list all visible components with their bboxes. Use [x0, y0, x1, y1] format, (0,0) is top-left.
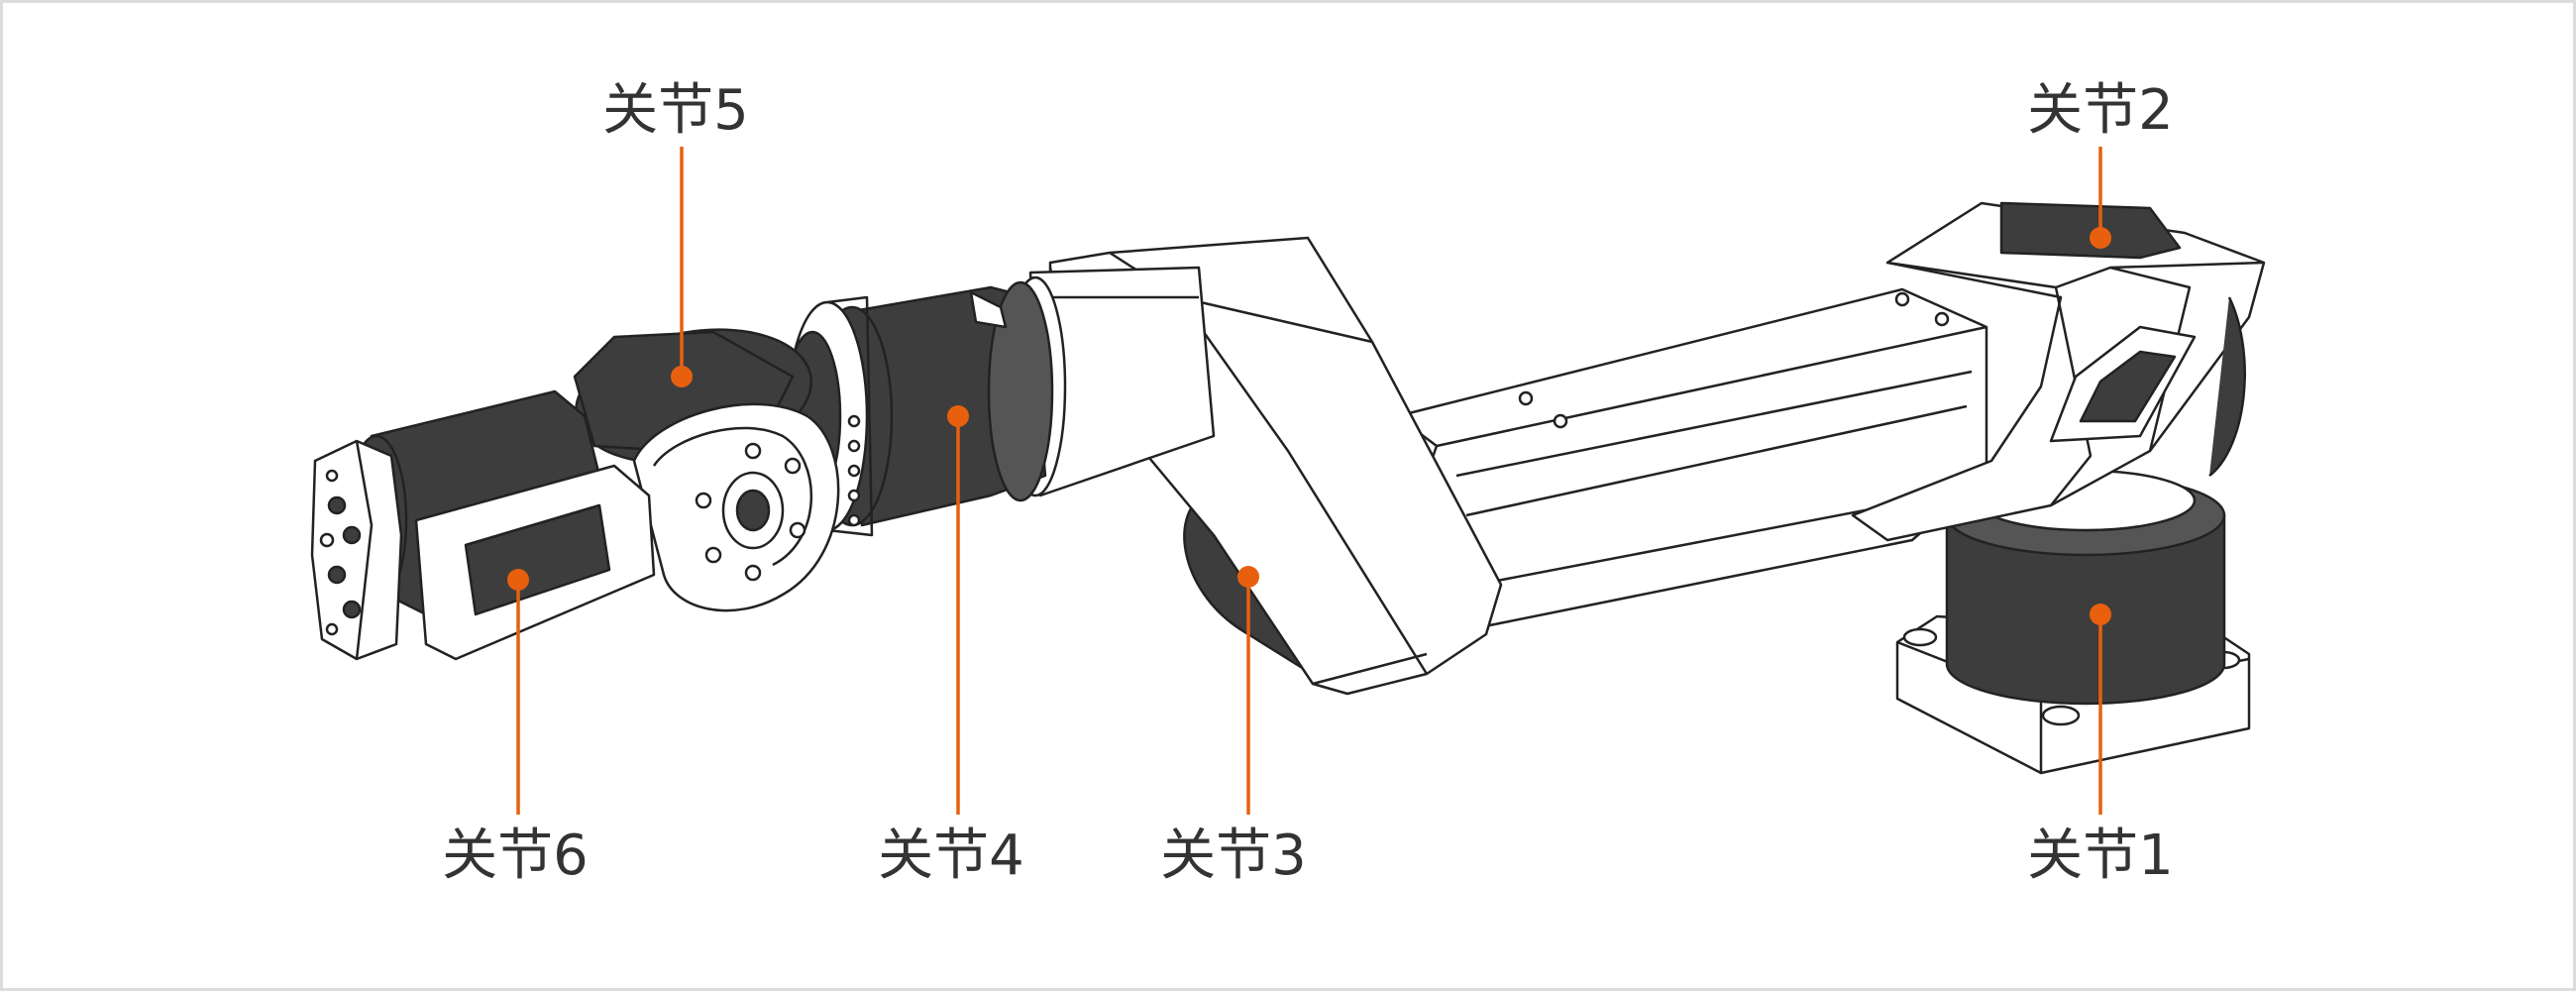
joint5-label: 关节5: [602, 78, 749, 143]
joint2-label: 关节2: [2027, 78, 2174, 143]
wrist-plate: [632, 402, 861, 612]
shoulder-bracket: [1851, 201, 2266, 542]
marker-dot-joint3: [1237, 566, 1259, 588]
callout-labels: 关节1 关节2 关节3 关节4 关节5 关节6: [442, 78, 2174, 888]
joint4-motor: [810, 280, 1054, 527]
marker-dot-joint6: [507, 569, 529, 591]
end-flange: [310, 439, 403, 661]
callout-lines: [516, 147, 2102, 815]
joint6-label: 关节6: [442, 824, 589, 888]
marker-dot-joint4: [947, 405, 969, 427]
joint1-label: 关节1: [2027, 824, 2174, 888]
marker-dot-joint5: [671, 366, 693, 387]
marker-dot-joint2: [2090, 227, 2111, 249]
joint4-label: 关节4: [878, 824, 1024, 888]
marker-dot-joint1: [2090, 604, 2111, 625]
wrist-arm: [414, 464, 656, 661]
robot-arm-drawing: [310, 201, 2266, 775]
callout-dots: [507, 227, 2111, 625]
joint3-label: 关节3: [1160, 824, 1307, 888]
